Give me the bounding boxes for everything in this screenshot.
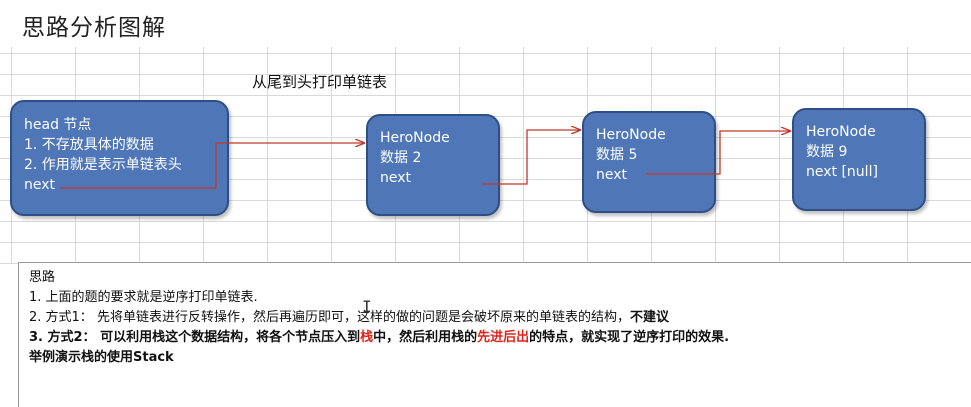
hero-node-next: next	[380, 170, 412, 186]
page-title: 思路分析图解	[22, 15, 166, 41]
hero-node-data: 数据 2	[380, 150, 422, 166]
hero-node-data: 数据 9	[806, 144, 848, 160]
head-node-next: next	[24, 177, 56, 193]
notes-line-2-emphasis: 不建议	[629, 310, 669, 325]
hero-node-5: HeroNode 数据 5 next	[582, 111, 716, 213]
head-node-desc-2: 2. 作用就是表示单链表头	[24, 157, 182, 173]
notes-line-3-text-a: 3. 方式2： 可以利用栈这个数据结构，将各个节点压入到	[29, 330, 361, 345]
hero-node-9: HeroNode 数据 9 next [null]	[792, 108, 926, 211]
notes-line-3-text-b: 中，然后利用栈的	[373, 330, 478, 345]
hero-node-name: HeroNode	[380, 130, 450, 146]
notes-line-1: 1. 上面的题的要求就是逆序打印单链表.	[29, 290, 258, 305]
head-node: head 节点 1. 不存放具体的数据 2. 作用就是表示单链表头 next	[10, 100, 229, 216]
notes-line-2-text: 2. 方式1： 先将单链表进行反转操作，然后再遍历即可，这样的做的问题是会破坏原…	[29, 310, 630, 325]
hero-node-data: 数据 5	[596, 147, 638, 163]
notes-line-2: 2. 方式1： 先将单链表进行反转操作，然后再遍历即可，这样的做的问题是会破坏原…	[29, 308, 961, 328]
hero-node-2: HeroNode 数据 2 next	[366, 114, 500, 216]
notes-line-3-text-c: 的特点，就实现了逆序打印的效果.	[529, 330, 730, 345]
notes-textbox[interactable]: 思路 1. 上面的题的要求就是逆序打印单链表. 2. 方式1： 先将单链表进行反…	[18, 262, 971, 407]
notes-line-3: 3. 方式2： 可以利用栈这个数据结构，将各个节点压入到栈中，然后利用栈的先进后…	[29, 328, 961, 348]
notes-line-3-highlight-stack: 栈	[360, 330, 374, 345]
hero-node-name: HeroNode	[596, 127, 666, 143]
text-cursor-icon: I	[362, 297, 372, 316]
head-node-desc-1: 1. 不存放具体的数据	[24, 137, 154, 153]
notes-heading: 思路	[29, 270, 56, 285]
diagram-caption: 从尾到头打印单链表	[252, 73, 388, 91]
hero-node-name: HeroNode	[806, 124, 876, 140]
head-node-label: head 节点	[24, 117, 92, 133]
notes-line-3-highlight-lifo: 先进后出	[477, 330, 530, 345]
hero-node-next: next [null]	[806, 164, 878, 180]
hero-node-next: next	[596, 167, 628, 183]
notes-line-4: 举例演示栈的使用Stack	[29, 350, 174, 365]
